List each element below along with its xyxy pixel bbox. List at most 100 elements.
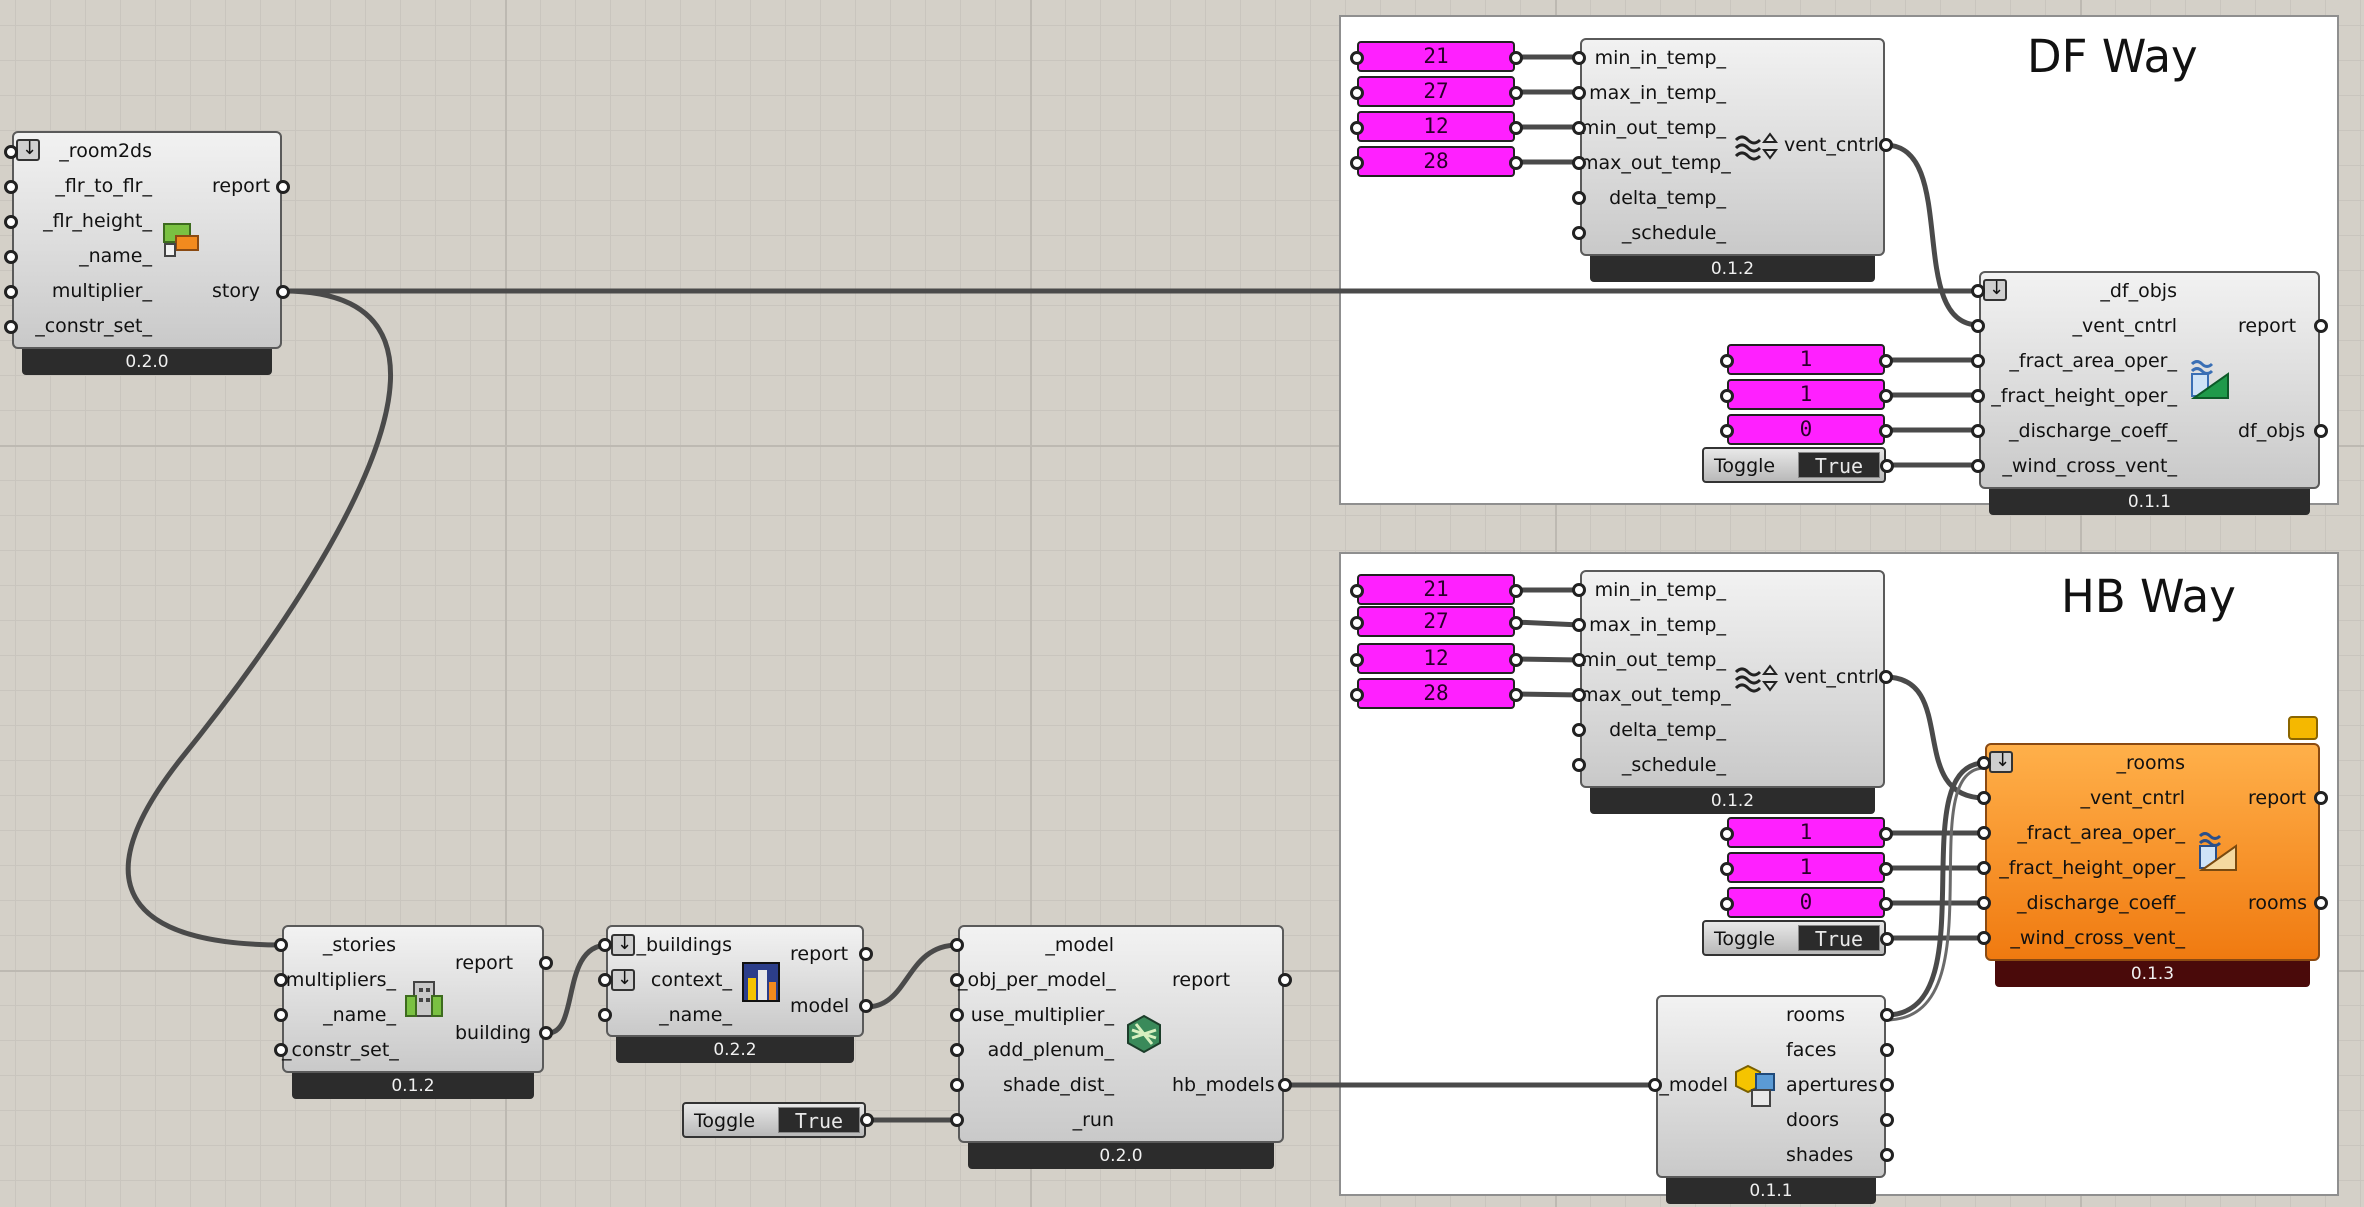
grip-in[interactable] [1572,688,1586,702]
df-discharge-slider[interactable]: 0 [1727,414,1885,445]
input-fract-area-oper[interactable]: _fract_area_oper_ [2017,822,2185,844]
input-min-out-temp[interactable]: min_out_temp_ [1580,117,1726,139]
output-apertures[interactable]: apertures [1786,1074,1878,1096]
input-max-out-temp[interactable]: max_out_temp_ [1580,684,1731,706]
df-wind-cross-toggle[interactable]: Toggle True [1702,447,1886,483]
toggle-value[interactable]: True [1798,925,1880,951]
input-model[interactable]: _model [1659,1074,1728,1096]
toggle-value[interactable]: True [778,1107,860,1133]
input-schedule[interactable]: _schedule_ [1621,754,1726,776]
grip-in[interactable] [1350,121,1364,135]
input-min-in-temp[interactable]: min_in_temp_ [1594,47,1726,69]
hb-min-out-temp-slider[interactable]: 12 [1357,643,1515,674]
grip-in[interactable] [4,180,18,194]
grip-out[interactable] [1880,1148,1894,1162]
grip-in[interactable] [1971,354,1985,368]
output-story[interactable]: story [212,280,261,302]
grip-in[interactable] [1720,862,1734,876]
grip-out[interactable] [1879,389,1893,403]
grip-out[interactable] [1509,616,1523,630]
hb-fract-height-slider[interactable]: 1 [1727,852,1885,883]
input-df-objs[interactable]: _df_objs [2100,280,2177,302]
grip-out[interactable] [2314,424,2328,438]
output-report[interactable]: report [2238,315,2297,337]
output-model[interactable]: model [790,995,850,1017]
grip-out[interactable] [1879,827,1893,841]
df-fract-height-slider[interactable]: 1 [1727,379,1885,410]
input-max-in-temp[interactable]: max_in_temp_ [1589,82,1726,104]
grip-in[interactable] [1720,424,1734,438]
grip-in[interactable] [950,973,964,987]
input-fract-area-oper[interactable]: _fract_area_oper_ [2009,350,2177,372]
output-faces[interactable]: faces [1786,1039,1837,1061]
hb-max-in-temp-slider[interactable]: 27 [1357,606,1515,637]
grip-in[interactable] [274,1008,288,1022]
grip-in[interactable] [1350,86,1364,100]
grip-in[interactable] [1572,86,1586,100]
grip-in[interactable] [1977,896,1991,910]
grip-out[interactable] [1879,670,1893,684]
grip-out[interactable] [539,956,553,970]
grip-in[interactable] [1572,226,1586,240]
grip-in[interactable] [1977,756,1991,770]
grip-in[interactable] [1572,653,1586,667]
df-max-in-temp-slider[interactable]: 27 [1357,76,1515,107]
hb-wind-cross-toggle[interactable]: Toggle True [1702,920,1886,956]
df-fract-area-slider[interactable]: 1 [1727,344,1885,375]
grip-out[interactable] [1880,1113,1894,1127]
input-multipliers[interactable]: multipliers_ [285,969,396,991]
flatten-input-icon[interactable] [611,968,635,991]
output-report[interactable]: report [2248,787,2307,809]
grip-in[interactable] [1977,791,1991,805]
grip-in[interactable] [1971,389,1985,403]
hb-fract-area-slider[interactable]: 1 [1727,817,1885,848]
grip-in[interactable] [1971,319,1985,333]
grip-in[interactable] [950,1113,964,1127]
grip-out[interactable] [859,947,873,961]
grip-in[interactable] [598,973,612,987]
input-stories[interactable]: _stories [322,934,396,956]
input-min-out-temp[interactable]: min_out_temp_ [1580,649,1726,671]
grip-out[interactable] [276,180,290,194]
output-building[interactable]: building [455,1022,532,1044]
model-to-honeybee-component[interactable] [958,925,1284,1143]
grip-in[interactable] [4,320,18,334]
hb-discharge-slider[interactable]: 0 [1727,887,1885,918]
grip-out[interactable] [1509,688,1523,702]
grip-out[interactable] [859,999,873,1013]
grip-out[interactable] [860,1113,874,1127]
grip-in[interactable] [274,1043,288,1057]
grip-in[interactable] [1350,156,1364,170]
grip-out[interactable] [1509,121,1523,135]
input-flr-to-flr[interactable]: _flr_to_flr_ [55,175,152,197]
input-max-out-temp[interactable]: max_out_temp_ [1580,152,1731,174]
grip-out[interactable] [1880,1078,1894,1092]
input-shade-dist[interactable]: shade_dist_ [1002,1074,1114,1096]
grip-in[interactable] [1572,618,1586,632]
input-delta-temp[interactable]: delta_temp_ [1609,719,1726,741]
input-constr-set[interactable]: _constr_set_ [35,315,152,337]
input-fract-height-oper[interactable]: _fract_height_oper_ [1999,857,2185,879]
grip-in[interactable] [4,250,18,264]
input-buildings[interactable]: _buildings [636,934,732,956]
hb-window-opening-component[interactable] [1985,743,2320,961]
input-constr-set[interactable]: _constr_set_ [282,1039,399,1061]
df-ventilation-control-component[interactable] [1580,38,1885,256]
flatten-input-icon[interactable] [611,933,635,956]
df-min-out-temp-slider[interactable]: 12 [1357,111,1515,142]
room2d-to-story-component[interactable] [12,131,282,349]
grip-out[interactable] [1879,354,1893,368]
input-fract-height-oper[interactable]: _fract_height_oper_ [1991,385,2177,407]
grip-out[interactable] [1278,973,1292,987]
grip-in[interactable] [1971,424,1985,438]
flatten-input-icon[interactable] [16,138,40,161]
input-context[interactable]: context_ [650,969,732,991]
output-rooms[interactable]: rooms [2248,892,2308,914]
output-shades[interactable]: shades [1786,1144,1854,1166]
output-vent-cntrl[interactable]: vent_cntrl [1784,666,1879,688]
grip-out[interactable] [1879,862,1893,876]
grip-in[interactable] [1572,156,1586,170]
grip-in[interactable] [598,1008,612,1022]
grip-out[interactable] [2314,896,2328,910]
run-toggle[interactable]: Toggle True [682,1102,866,1138]
